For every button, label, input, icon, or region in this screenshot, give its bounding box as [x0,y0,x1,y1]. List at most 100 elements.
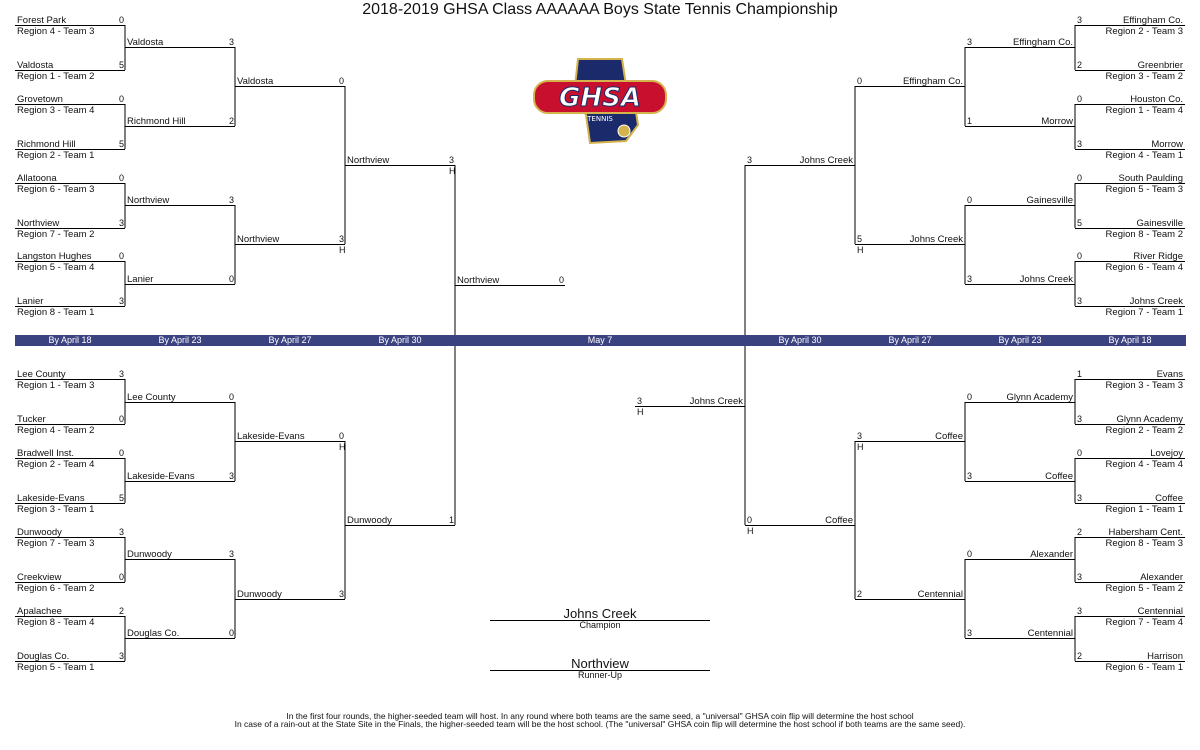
r1-entry-score: 0 [119,251,125,261]
r1-entry-name: Creekview [17,572,62,583]
r2-entry-score: 0 [967,195,973,205]
r1-entry-seed: Region 1 - Team 1 [1105,504,1183,515]
r1-entry-score: 3 [1077,572,1083,582]
r4-entry-score: 1 [449,515,455,525]
r1-entry-score: 2 [119,606,125,616]
round-date-label: By April 27 [888,335,932,345]
r2-entry-score: 0 [229,628,235,638]
r1-entry-score: 2 [1077,527,1083,537]
r1-entry-seed: Region 3 - Team 3 [1105,380,1183,391]
r1-entry-score: 1 [1077,369,1083,379]
r1-entry-seed: Region 2 - Team 2 [1105,425,1183,436]
r2-entry-name: Douglas Co. [127,628,180,639]
r3-entry-score: 0 [339,431,345,441]
r1-entry-score: 3 [1077,493,1083,503]
r1-entry-score: 3 [119,218,125,228]
r1-entry-score: 0 [1077,94,1083,104]
r3-entry-score: 5 [857,234,863,244]
r2-entry-score: 3 [967,37,973,47]
final-entry-right-host: H [637,407,644,417]
r1-entry-score: 3 [119,296,125,306]
r1-entry-seed: Region 7 - Team 4 [1105,617,1183,628]
r3-entry-name: Lakeside-Evans [237,431,305,442]
round-date-label: By April 23 [998,335,1042,345]
r1-entry-name: Gainesville [1136,218,1183,229]
r3-entry-name: Coffee [935,431,963,442]
r1-entry-name: Richmond Hill [17,139,76,150]
r1-entry-seed: Region 4 - Team 4 [1105,459,1183,470]
r1-entry-name: Bradwell Inst. [17,448,75,459]
r1-entry-name: Morrow [1151,139,1183,150]
r4-entry-score: 3 [449,155,455,165]
r2-entry-name: Effingham Co. [1012,37,1073,48]
r2-entry-score: 3 [229,549,235,559]
r1-entry-score: 3 [1077,414,1083,424]
r1-entry-score: 5 [119,60,125,70]
champion-label: Champion [579,620,621,630]
r1-entry-seed: Region 1 - Team 2 [17,71,95,82]
round-date-label: By April 30 [778,335,822,345]
r3-entry-name: Dunwoody [237,589,282,600]
r1-entry-name: Lanier [17,296,44,307]
r2-entry-score: 3 [967,274,973,284]
r1-entry-name: Allatoona [17,173,57,184]
r3-entry-name: Effingham Co. [902,76,963,87]
r1-entry-name: Johns Creek [1129,296,1183,307]
r1-entry-seed: Region 1 - Team 3 [17,380,95,391]
r4-entry-host: H [747,526,754,536]
r4-entry-score: 0 [747,515,753,525]
r3-entry-host: H [857,245,864,255]
r1-entry-name: Alexander [1140,572,1183,583]
runner-up-label: Runner-Up [577,670,623,680]
r1-entry-name: Lakeside-Evans [17,493,85,504]
final-entry-right-score: 3 [637,396,643,406]
r1-entry-name: Valdosta [17,60,54,71]
r1-entry-seed: Region 5 - Team 2 [1105,583,1183,594]
r1-entry-seed: Region 4 - Team 3 [17,26,95,37]
r2-entry-score: 3 [229,195,235,205]
r1-entry-score: 0 [119,414,125,424]
r2-entry-name: Centennial [1027,628,1073,639]
r3-entry-name: Valdosta [237,76,274,87]
r1-entry-seed: Region 2 - Team 1 [17,150,95,161]
r3-entry-score: 0 [339,76,345,86]
r2-entry-name: Gainesville [1026,195,1073,206]
r1-entry-score: 3 [119,369,125,379]
r2-entry-name: Valdosta [127,37,164,48]
r1-entry-seed: Region 4 - Team 2 [17,425,95,436]
r2-entry-name: Johns Creek [1019,274,1073,285]
r2-entry-name: Richmond Hill [127,116,186,127]
r1-entry-name: Dunwoody [17,527,62,538]
r1-entry-name: River Ridge [1133,251,1183,262]
r1-entry-score: 0 [1077,448,1083,458]
r1-entry-score: 0 [119,448,125,458]
r1-entry-score: 5 [119,139,125,149]
r1-entry-name: Greenbrier [1137,60,1183,71]
final-entry-left-name: Northview [457,275,500,286]
r1-entry-score: 0 [1077,173,1083,183]
round-date-label: By April 30 [378,335,422,345]
r1-entry-seed: Region 3 - Team 4 [17,105,95,116]
logo-text: GHSA [559,83,641,113]
r1-entry-name: Tucker [17,414,46,425]
r1-entry-seed: Region 6 - Team 2 [17,583,95,594]
r2-entry-name: Lakeside-Evans [127,471,195,482]
r1-entry-seed: Region 6 - Team 3 [17,184,95,195]
r2-entry-score: 3 [967,628,973,638]
r1-entry-seed: Region 5 - Team 4 [17,262,95,273]
final-entry-left-score: 0 [559,275,565,285]
r4-entry-name: Dunwoody [347,515,392,526]
r1-entry-name: Apalachee [17,606,62,617]
r1-entry-name: Effingham Co. [1122,15,1183,26]
r1-entry-seed: Region 8 - Team 3 [1105,538,1183,549]
r1-entry-seed: Region 1 - Team 4 [1105,105,1183,116]
footnote-1: In the first four rounds, the higher-see… [286,711,914,721]
r1-entry-name: Harrison [1147,651,1183,662]
r1-entry-score: 5 [119,493,125,503]
r1-entry-seed: Region 4 - Team 1 [1105,150,1183,161]
r1-entry-name: Glynn Academy [1116,414,1183,425]
r1-entry-seed: Region 6 - Team 4 [1105,262,1183,273]
final-entry-right-name: Johns Creek [689,396,743,407]
r1-entry-score: 5 [1077,218,1083,228]
r1-entry-score: 3 [1077,139,1083,149]
